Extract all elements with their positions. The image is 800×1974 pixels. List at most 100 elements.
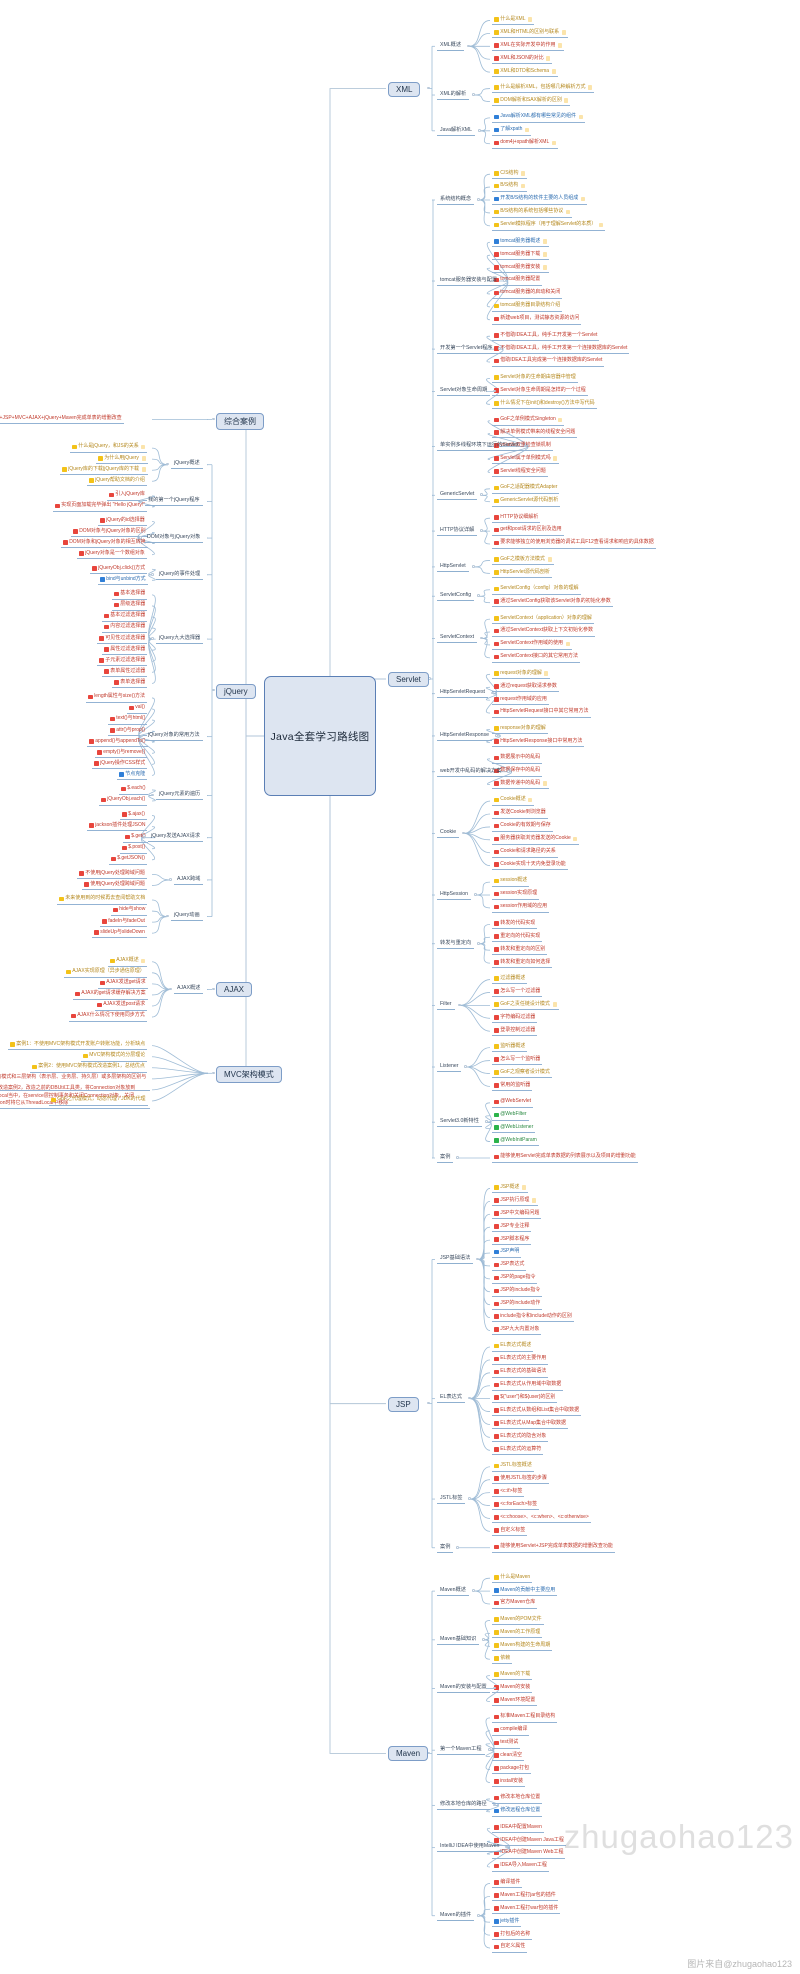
leaf-node[interactable]: Cookie的有效期与保存 <box>492 822 553 832</box>
branch-node-jsp[interactable]: JSP <box>388 1396 419 1412</box>
leaf-node[interactable]: attr()与prop() <box>108 727 148 736</box>
leaf-node[interactable]: response对象的理解 <box>492 725 548 735</box>
leaf-node[interactable]: EL表达式的主要作用 <box>492 1355 549 1365</box>
leaf-node[interactable]: @WebListener <box>492 1124 536 1134</box>
leaf-node[interactable]: dom4j+xpath解析XML <box>492 139 558 149</box>
leaf-node[interactable]: request作用域的应用 <box>492 696 549 705</box>
branch-node-xml[interactable]: XML <box>388 81 421 97</box>
leaf-node[interactable]: 实现页面加载完毕弹出 "Hello jQuery!" <box>53 502 148 512</box>
leaf-node[interactable]: GenericServlet源代码剖析 <box>492 497 561 507</box>
leaf-node[interactable]: tomcat服务器目录结构介绍 <box>492 302 563 312</box>
leaf-node[interactable]: 案例1：不使用MVC架构模式开发账户转账功能，分析缺点 <box>8 1041 148 1051</box>
leaf-node[interactable]: 发送Cookie到浏览器 <box>492 809 548 819</box>
leaf-node[interactable]: 什么是解析XML，包括哪几种解析方式 <box>492 84 595 94</box>
group-node[interactable]: jQuery对象的常用方法 <box>145 732 203 742</box>
group-node[interactable]: tomcat服务器安装与配置 <box>437 277 501 286</box>
leaf-node[interactable]: Maven的工作原理 <box>492 1629 543 1639</box>
leaf-node[interactable]: 监听器概述 <box>492 1043 528 1053</box>
leaf-node[interactable]: 过滤器概述 <box>492 975 528 985</box>
leaf-node[interactable]: jQuery帮助文档的介绍 <box>87 477 147 487</box>
leaf-node[interactable]: EL表达式从Map集合中取数据 <box>492 1420 569 1430</box>
group-node[interactable]: 修改本地仓库的路径 <box>437 1801 490 1811</box>
leaf-node[interactable]: ServletConfig（config）对象的理解 <box>492 585 581 595</box>
group-node[interactable]: HttpServlet <box>437 563 469 572</box>
leaf-node[interactable]: tomcat服务器概述 <box>492 238 549 248</box>
leaf-node[interactable]: 引入jQuery库 <box>107 491 147 501</box>
group-node[interactable]: Servlet3.0新特性 <box>437 1118 482 1127</box>
leaf-node[interactable]: @WebFilter <box>492 1111 529 1121</box>
leaf-node[interactable]: 表单选择器 <box>112 679 148 689</box>
branch-node-servlet[interactable]: Servlet <box>388 672 429 687</box>
leaf-node[interactable]: IDEA中创建Maven Web工程 <box>492 1849 566 1859</box>
leaf-node[interactable]: JSP专业注释 <box>492 1223 532 1232</box>
leaf-node[interactable]: val() <box>127 704 147 714</box>
group-node[interactable]: jQuery动画 <box>171 912 203 922</box>
leaf-node[interactable]: 借助IDEA工具完成第一个连接数据库的Servlet <box>492 357 605 367</box>
leaf-node[interactable]: 通过ServletContext获取上下文初始化参数 <box>492 627 595 637</box>
leaf-node[interactable]: DOM解析和SAX解析的区别 <box>492 97 571 107</box>
leaf-node[interactable]: package打包 <box>492 1765 532 1775</box>
leaf-node[interactable]: 表单属性过滤器 <box>102 668 148 678</box>
leaf-node[interactable]: JSTL标签概述 <box>492 1462 534 1472</box>
leaf-node[interactable]: test测试 <box>492 1739 521 1749</box>
leaf-node[interactable]: DOM对象与jQuery对象的区别 <box>71 528 148 538</box>
leaf-node[interactable]: Maven工程打jar包的插件 <box>492 1892 558 1902</box>
leaf-node[interactable]: 开发B/S结构的软件主要的人员组成 <box>492 195 587 205</box>
leaf-node[interactable]: 为什么用jQuery <box>96 455 148 464</box>
leaf-node[interactable]: <c:forEach>标签 <box>492 1501 540 1511</box>
leaf-node[interactable]: 基本过滤选择器 <box>102 612 148 622</box>
leaf-node[interactable]: EL表达式的运算符 <box>492 1446 544 1456</box>
leaf-node[interactable]: XML在实际开发中的作用 <box>492 42 565 52</box>
leaf-node[interactable]: HttpServletResponse接口中常用方法 <box>492 738 585 748</box>
group-node[interactable]: Java解析XML <box>437 127 475 136</box>
leaf-node[interactable]: 案例2：使用MVC架构模式改造案例1，总结优点 <box>30 1063 147 1073</box>
leaf-node[interactable]: IDEA中创建Maven Java工程 <box>492 1837 566 1846</box>
leaf-node[interactable]: 什么是jQuery，和JS的关系 <box>70 443 148 453</box>
group-node[interactable]: 案例 <box>437 1544 454 1553</box>
group-node[interactable]: jQuery元素的遍历 <box>156 791 204 801</box>
group-node[interactable]: ServletContext <box>437 634 478 644</box>
leaf-node[interactable]: B/S结构的系统包括哪些协议 <box>492 208 572 218</box>
leaf-node[interactable]: 修改远程仓库位置 <box>492 1807 543 1817</box>
leaf-node[interactable]: XML和JSON的对比 <box>492 55 553 65</box>
leaf-node[interactable]: GoF之适配器模式Adapter <box>492 484 560 494</box>
leaf-node[interactable]: 节点克隆 <box>117 771 148 781</box>
leaf-node[interactable]: session作用域的应用 <box>492 903 550 913</box>
leaf-node[interactable]: @WebServlet <box>492 1098 534 1108</box>
leaf-node[interactable]: 了解xpath <box>492 126 532 136</box>
leaf-node[interactable]: MVC架构模式的分层理论 <box>81 1052 148 1062</box>
leaf-node[interactable]: 打包后的名称 <box>492 1931 533 1940</box>
leaf-node[interactable]: AJAX什么情况下使用同步方式 <box>69 1012 147 1022</box>
group-node[interactable]: EL表达式 <box>437 1394 465 1404</box>
group-node[interactable]: Servlet对象生命周期 <box>437 387 491 397</box>
leaf-node[interactable]: Maven构建的生命周期 <box>492 1642 553 1652</box>
leaf-node[interactable]: 属性过滤选择器 <box>102 646 148 655</box>
leaf-node[interactable]: 自定义标签 <box>492 1527 528 1537</box>
leaf-node[interactable]: JSP脚本程序 <box>492 1236 532 1245</box>
group-node[interactable]: Maven的插件 <box>437 1912 475 1921</box>
leaf-node[interactable]: 修改本地仓库位置 <box>492 1794 543 1804</box>
group-node[interactable]: HttpSession <box>437 891 471 900</box>
leaf-node[interactable]: Servlet属于单例模式吗 <box>492 455 560 465</box>
leaf-node[interactable]: XML和HTML的区别与联系 <box>492 29 568 39</box>
leaf-node[interactable]: JSP中文编码问题 <box>492 1210 542 1220</box>
leaf-node[interactable]: Maven的贡献中主要应用 <box>492 1587 558 1596</box>
group-node[interactable]: jQuery发送AJAX请求 <box>148 833 204 843</box>
leaf-node[interactable]: 什么是XML <box>492 16 535 26</box>
leaf-node[interactable]: JSP表达式 <box>492 1261 527 1271</box>
leaf-node[interactable]: jQuery库的下载|jQuery库的下载 <box>60 466 148 476</box>
leaf-node[interactable]: 编译插件 <box>492 1879 523 1889</box>
leaf-node[interactable]: session概述 <box>492 877 530 887</box>
leaf-node[interactable]: install安装 <box>492 1778 525 1788</box>
leaf-node[interactable]: 自定义属性 <box>492 1943 528 1953</box>
leaf-node[interactable]: Cookie和请求路径的关系 <box>492 848 558 858</box>
leaf-node[interactable]: session实现原理 <box>492 890 540 900</box>
leaf-node[interactable]: Servlet线程安全问题 <box>492 468 548 478</box>
leaf-node[interactable]: slideUp与slideDown <box>92 929 147 938</box>
leaf-node[interactable]: AJAX发送post请求 <box>95 1001 148 1011</box>
leaf-node[interactable]: EL表达式从作用域中取数据 <box>492 1381 564 1391</box>
leaf-node[interactable]: 层级选择器 <box>112 601 148 611</box>
branch-node-case[interactable]: 综合案例 <box>216 412 264 430</box>
group-node[interactable]: jQuery九大选择器 <box>156 635 204 644</box>
leaf-node[interactable]: jetty插件 <box>492 1918 522 1927</box>
